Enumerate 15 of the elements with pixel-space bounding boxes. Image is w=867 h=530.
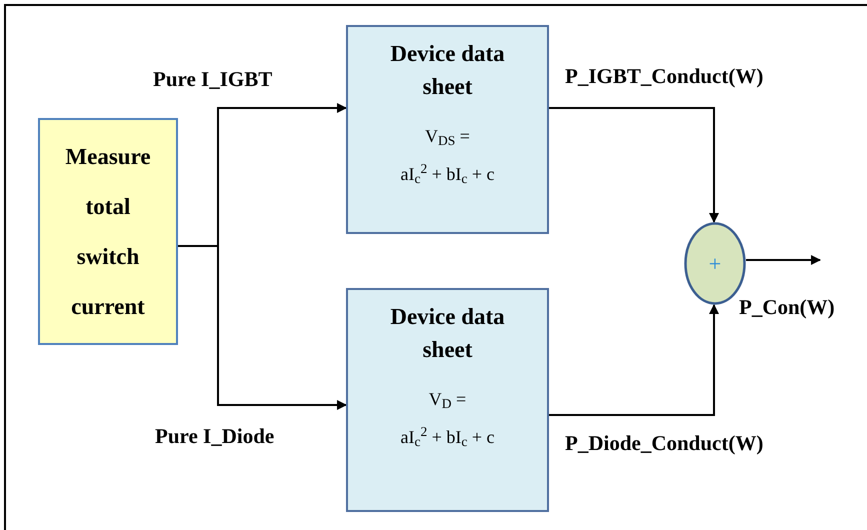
- plus-sign: +: [708, 252, 722, 274]
- formula-text: V$_{D}$ =: [428, 388, 466, 414]
- box-title: Device data sheet: [389, 40, 506, 101]
- box-title: Measure total switch current: [64, 142, 152, 320]
- arrow: [746, 255, 821, 265]
- arrow: [178, 245, 347, 410]
- process-box: [38, 118, 178, 345]
- formula-text: aI$_{c}$$^{2}$ + bI$_{c}$ + c: [400, 160, 495, 188]
- arrow: [549, 107, 719, 223]
- formula-text: aI$_{c}$$^{2}$ + bI$_{c}$ + c: [400, 423, 495, 452]
- arrow: [549, 304, 719, 416]
- box-title: Device data sheet: [389, 303, 506, 364]
- process-box: [346, 288, 549, 512]
- process-box: [346, 25, 549, 234]
- formula-text: V$_{DS}$ =: [425, 125, 470, 150]
